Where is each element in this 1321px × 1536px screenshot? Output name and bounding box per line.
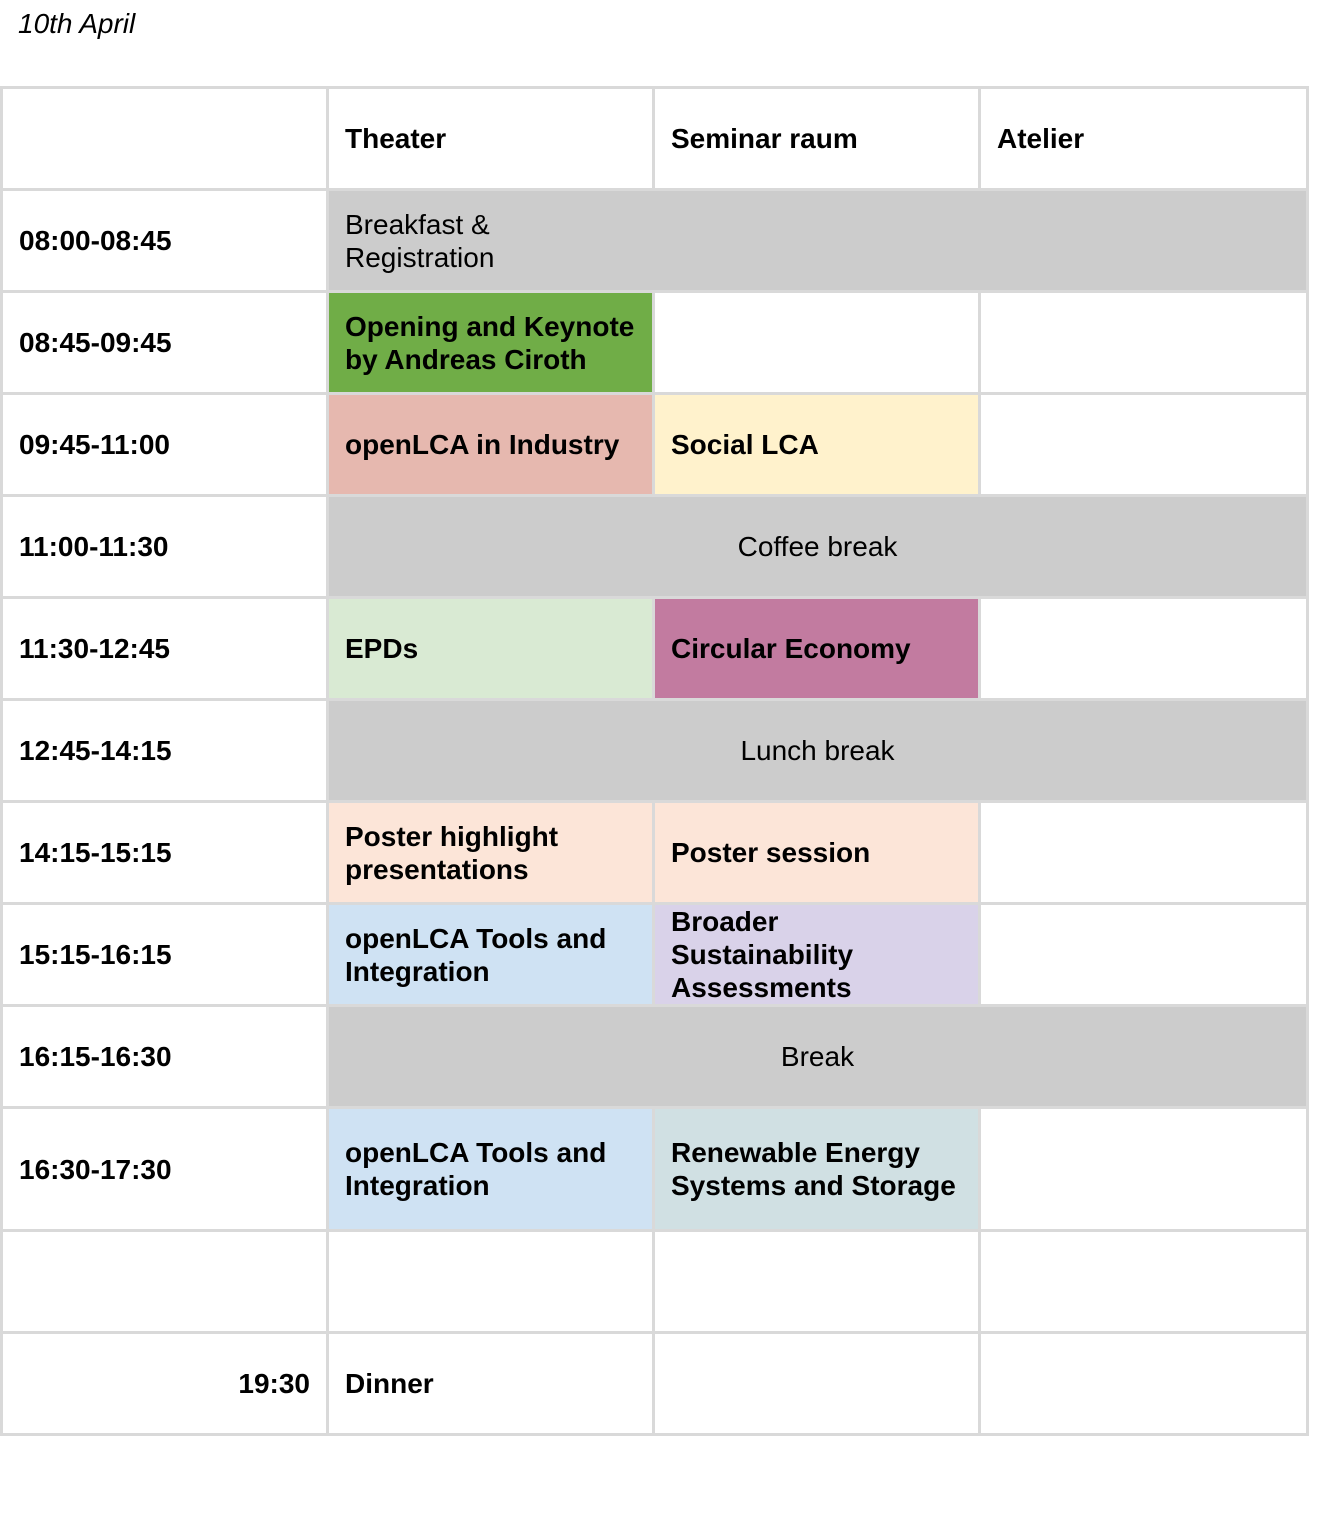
table-row: 14:15-15:15 Poster highlight presentatio… [0, 800, 1309, 905]
time-cell: 11:00-11:30 [0, 494, 329, 599]
break-cell: Break [326, 1004, 1309, 1109]
session-seminar: Broader Sustainability Assessments [652, 902, 981, 1007]
time-cell: 16:30-17:30 [0, 1106, 329, 1232]
empty-cell [652, 290, 981, 395]
session-seminar: Poster session [652, 800, 981, 905]
time-cell [0, 1229, 329, 1334]
empty-cell [978, 1229, 1309, 1334]
table-row: 16:30-17:30 openLCA Tools and Integratio… [0, 1106, 1309, 1232]
empty-cell [978, 392, 1309, 497]
session-theater: openLCA in Industry [326, 392, 655, 497]
time-cell: 08:00-08:45 [0, 188, 329, 293]
time-cell: 12:45-14:15 [0, 698, 329, 803]
breakfast-label: Breakfast & Registration [345, 208, 495, 273]
session-theater: Poster highlight presentations [326, 800, 655, 905]
session-theater: Opening and Keynote by Andreas Ciroth [326, 290, 655, 395]
table-row: 11:30-12:45 EPDs Circular Economy [0, 596, 1309, 701]
break-cell: Coffee break [326, 494, 1309, 599]
empty-cell [978, 800, 1309, 905]
schedule-table: Theater Seminar raum Atelier 08:00-08:45… [0, 86, 1309, 1436]
header-seminar: Seminar raum [652, 86, 981, 191]
empty-cell [978, 1106, 1309, 1232]
table-row: 08:45-09:45 Opening and Keynote by Andre… [0, 290, 1309, 395]
table-row: 19:30 Dinner [0, 1331, 1309, 1436]
empty-cell [978, 290, 1309, 395]
time-cell: 14:15-15:15 [0, 800, 329, 905]
session-theater: openLCA Tools and Integration [326, 902, 655, 1007]
table-row [0, 1229, 1309, 1334]
empty-cell [326, 1229, 655, 1334]
empty-cell [978, 596, 1309, 701]
empty-cell [978, 902, 1309, 1007]
time-cell: 19:30 [0, 1331, 329, 1436]
breakfast-cell: Breakfast & Registration [326, 188, 1309, 293]
table-row: 09:45-11:00 openLCA in Industry Social L… [0, 392, 1309, 497]
header-atelier: Atelier [978, 86, 1309, 191]
session-theater: openLCA Tools and Integration [326, 1106, 655, 1232]
session-theater: Dinner [326, 1331, 655, 1436]
time-cell: 08:45-09:45 [0, 290, 329, 395]
table-row: 12:45-14:15 Lunch break [0, 698, 1309, 803]
table-row: 11:00-11:30 Coffee break [0, 494, 1309, 599]
empty-cell [978, 1331, 1309, 1436]
header-time [0, 86, 329, 191]
header-theater: Theater [326, 86, 655, 191]
time-cell: 09:45-11:00 [0, 392, 329, 497]
break-cell: Lunch break [326, 698, 1309, 803]
session-seminar: Renewable Energy Systems and Storage [652, 1106, 981, 1232]
header-row: Theater Seminar raum Atelier [0, 86, 1309, 191]
session-theater: EPDs [326, 596, 655, 701]
session-seminar: Social LCA [652, 392, 981, 497]
date-heading: 10th April [18, 8, 136, 39]
time-cell: 16:15-16:30 [0, 1004, 329, 1109]
time-cell: 15:15-16:15 [0, 902, 329, 1007]
session-seminar: Circular Economy [652, 596, 981, 701]
empty-cell [652, 1229, 981, 1334]
empty-cell [652, 1331, 981, 1436]
time-cell: 11:30-12:45 [0, 596, 329, 701]
table-row: 08:00-08:45 Breakfast & Registration [0, 188, 1309, 293]
table-row: 16:15-16:30 Break [0, 1004, 1309, 1109]
table-row: 15:15-16:15 openLCA Tools and Integratio… [0, 902, 1309, 1007]
